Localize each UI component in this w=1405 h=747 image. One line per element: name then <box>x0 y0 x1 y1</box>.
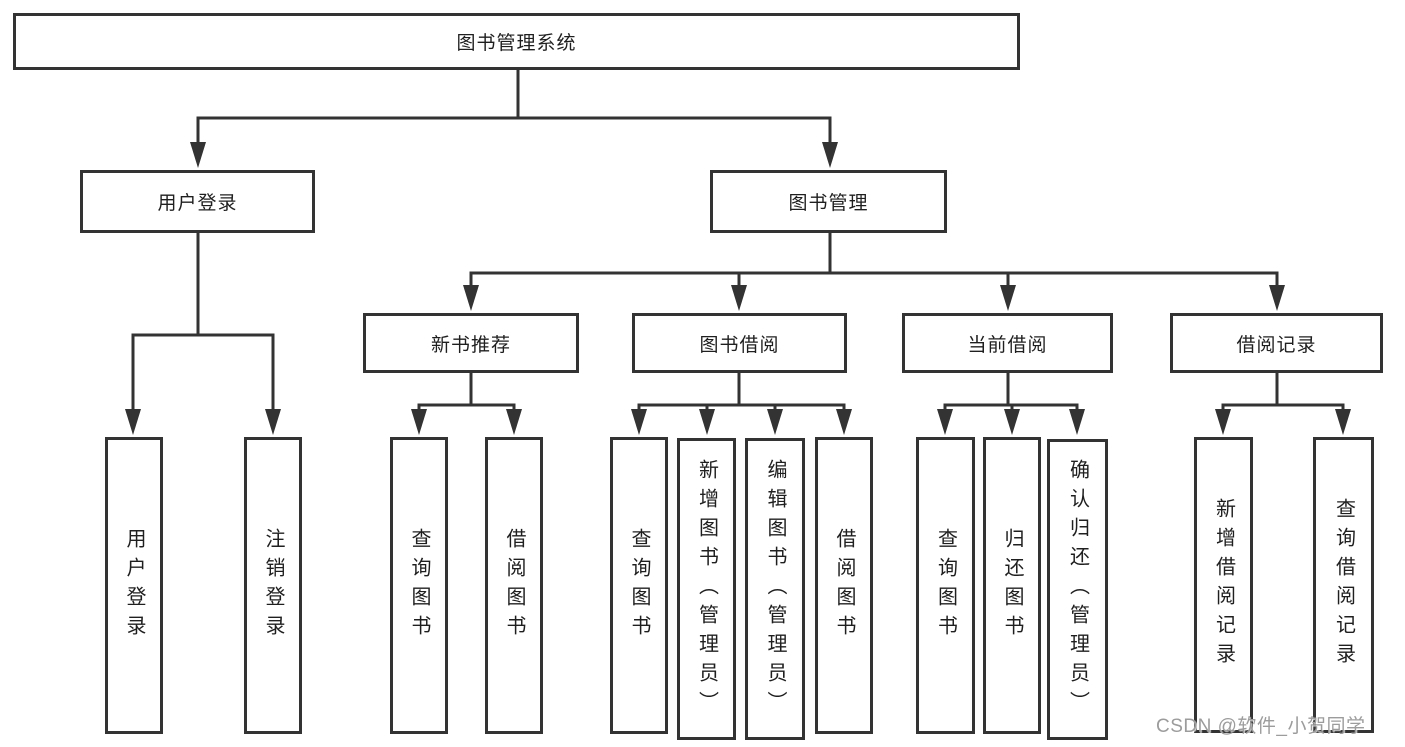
leaf-confirm-return-admin: 确认归还（管理员） <box>1047 439 1108 740</box>
leaf-add-borrow-record: 新增借阅记录 <box>1194 437 1253 733</box>
node-label: 图书借阅 <box>699 334 780 356</box>
node-label: 新书推荐 <box>430 334 511 356</box>
leaf-query-books-recommend: 查询图书 <box>390 437 448 734</box>
leaf-label: 新增借阅记录 <box>1212 498 1235 672</box>
node-root-label: 图书管理系统 <box>456 33 577 54</box>
leaf-query-books-borrow: 查询图书 <box>610 437 668 734</box>
node-label: 当前借阅 <box>967 334 1048 356</box>
leaf-edit-books-admin: 编辑图书（管理员） <box>745 438 805 740</box>
node-label: 用户登录 <box>157 193 238 214</box>
node-root-system: 图书管理系统 <box>13 13 1020 70</box>
leaf-label: 查询图书 <box>934 527 957 644</box>
node-current-borrow: 当前借阅 <box>902 313 1113 373</box>
node-book-management-branch: 图书管理 <box>710 170 947 233</box>
node-borrow-records: 借阅记录 <box>1170 313 1383 373</box>
leaf-add-books-admin: 新增图书（管理员） <box>677 438 736 740</box>
leaf-label: 借阅图书 <box>503 527 525 644</box>
leaf-label: 用户登录 <box>123 527 145 644</box>
leaf-label: 新增图书（管理员） <box>695 458 718 720</box>
node-book-borrow: 图书借阅 <box>632 313 847 373</box>
leaf-label: 查询图书 <box>408 527 430 644</box>
leaf-query-borrow-record: 查询借阅记录 <box>1313 437 1374 733</box>
node-label: 图书管理 <box>788 193 869 214</box>
leaf-label: 归还图书 <box>1001 527 1023 644</box>
leaf-label: 查询借阅记录 <box>1332 498 1355 672</box>
leaf-borrow-books-recommend: 借阅图书 <box>485 437 543 734</box>
leaf-return-books: 归还图书 <box>983 437 1041 734</box>
leaf-logout: 注销登录 <box>244 437 302 734</box>
leaf-label: 查询图书 <box>628 527 650 644</box>
leaf-label: 编辑图书（管理员） <box>764 458 786 720</box>
node-new-book-recommend: 新书推荐 <box>363 313 579 373</box>
node-user-login-branch: 用户登录 <box>80 170 315 233</box>
leaf-borrow-books: 借阅图书 <box>815 437 873 734</box>
leaf-label: 注销登录 <box>262 527 284 644</box>
node-label: 借阅记录 <box>1236 334 1317 356</box>
leaf-label: 确认归还（管理员） <box>1066 459 1089 720</box>
leaf-label: 借阅图书 <box>833 527 855 644</box>
leaf-user-login: 用户登录 <box>105 437 163 734</box>
leaf-query-books-current: 查询图书 <box>916 437 975 734</box>
csdn-watermark: CSDN @软件_小贺同学 <box>1156 716 1366 737</box>
